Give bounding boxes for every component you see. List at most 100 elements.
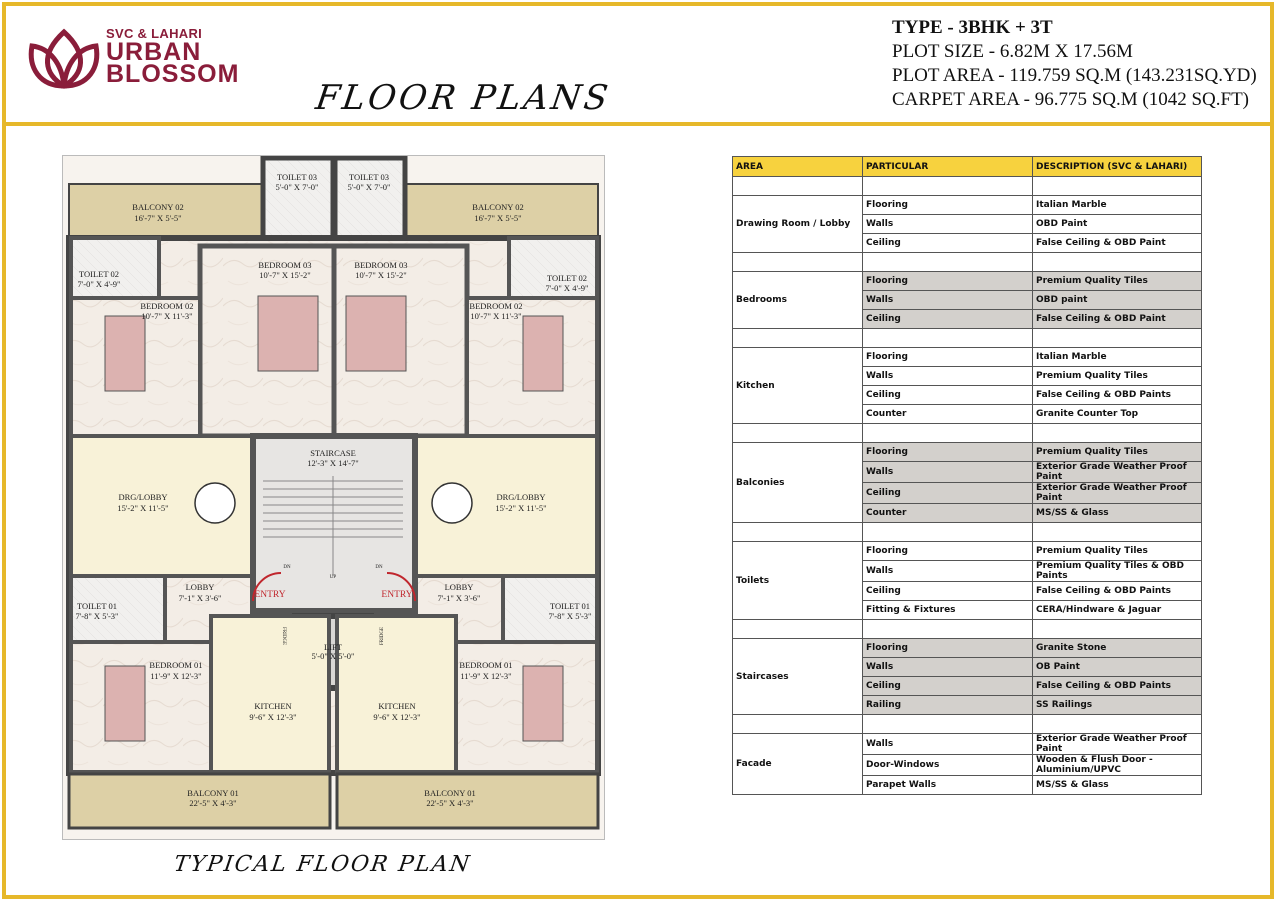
table-particular-cell: Flooring — [862, 442, 1033, 462]
table-spacer-row — [732, 619, 1202, 639]
table-particular-cell: Fitting & Fixtures — [862, 600, 1033, 620]
table-description-cell: OB Paint — [1032, 657, 1202, 677]
floor-plan-drawing: TOILET 03 5'-0" X 7'-0" TOILET 03 5'-0" … — [63, 155, 604, 839]
table-empty-cell — [732, 714, 863, 734]
stair-dn-left: DN — [283, 565, 291, 570]
table-description-cell: OBD paint — [1032, 290, 1202, 310]
page-title: FLOOR PLANS — [313, 78, 614, 118]
table-description-cell: False Ceiling & OBD Paints — [1032, 581, 1202, 601]
label-toilet01-r-size: 7'-8" X 5'-3" — [548, 611, 591, 621]
table-area-cell: Bedrooms — [732, 271, 863, 329]
table-particular-cell: Flooring — [862, 271, 1033, 291]
table-particular-cell: Flooring — [862, 638, 1033, 658]
table-description-cell: False Ceiling & OBD Paint — [1032, 309, 1202, 329]
label-toilet03-r-size: 5'-0" X 7'-0" — [347, 182, 390, 192]
brand-line1: URBAN — [106, 38, 202, 66]
table-particular-cell: Ceiling — [862, 233, 1033, 253]
table-description-cell: Italian Marble — [1032, 195, 1202, 215]
floor-plan: TOILET 03 5'-0" X 7'-0" TOILET 03 5'-0" … — [62, 155, 605, 840]
label-toilet02-r-size: 7'-0" X 4'-9" — [545, 283, 588, 293]
label-toilet02-r-name: TOILET 02 — [547, 273, 587, 283]
table-particular-cell: Flooring — [862, 541, 1033, 561]
label-balcony01-r-name: BALCONY 01 — [424, 788, 475, 798]
table-particular-cell: Walls — [862, 461, 1033, 483]
table-area-cell: Balconies — [732, 442, 863, 523]
table-description-cell: Premium Quality Tiles — [1032, 541, 1202, 561]
table-header-cell: AREA — [732, 156, 863, 177]
label-bedroom01-r-size: 11'-9" X 12'-3" — [460, 671, 511, 681]
table-empty-cell — [862, 714, 1033, 734]
label-bedroom03-r-name: BEDROOM 03 — [354, 260, 407, 270]
table-area-cell: Facade — [732, 733, 863, 795]
label-lift-size: 5'-0" X 5'-0" — [311, 651, 354, 661]
fridge-left: FRIDGE — [281, 627, 286, 645]
table-particular-cell: Walls — [862, 733, 1033, 755]
table-description-cell: False Ceiling & OBD Paints — [1032, 676, 1202, 696]
label-toilet01-r-name: TOILET 01 — [550, 601, 590, 611]
table-particular-cell: Walls — [862, 214, 1033, 234]
table-particular-cell: Door-Windows — [862, 754, 1033, 776]
label-toilet01-l-size: 7'-8" X 5'-3" — [75, 611, 118, 621]
label-bedroom01-l-name: BEDROOM 01 — [149, 660, 202, 670]
table-description-cell: Premium Quality Tiles — [1032, 366, 1202, 386]
label-drg-r-name: DRG/LOBBY — [496, 492, 545, 502]
label-lobby-l-name: LOBBY — [186, 582, 215, 592]
table-description-cell: Premium Quality Tiles — [1032, 442, 1202, 462]
table-description-cell: Granite Counter Top — [1032, 404, 1202, 424]
label-toilet03-r-name: TOILET 03 — [349, 172, 389, 182]
stair-up: UP — [330, 575, 337, 580]
label-bedroom02-r-name: BEDROOM 02 — [469, 301, 522, 311]
table-description-cell: Exterior Grade Weather Proof Paint — [1032, 482, 1202, 504]
table-empty-cell — [1032, 423, 1202, 443]
table-description-cell: Wooden & Flush Door - Aluminium/UPVC — [1032, 754, 1202, 776]
table-empty-cell — [1032, 176, 1202, 196]
table-particular-cell: Counter — [862, 503, 1033, 523]
table-spacer-row — [732, 423, 1202, 443]
label-balcony01-l-size: 22'-5" X 4'-3" — [189, 798, 236, 808]
label-balcony02-l-size: 16'-7" X 5'-5" — [134, 213, 181, 223]
table-particular-cell: Ceiling — [862, 385, 1033, 405]
label-balcony01-l-name: BALCONY 01 — [187, 788, 238, 798]
table-empty-cell — [1032, 619, 1202, 639]
table-particular-cell: Ceiling — [862, 581, 1033, 601]
label-balcony01-r-size: 22'-5" X 4'-3" — [426, 798, 473, 808]
spec-plot-size: PLOT SIZE - 6.82M X 17.56M — [892, 41, 1133, 62]
label-kitchen-r-size: 9'-6" X 12'-3" — [373, 712, 420, 722]
entry-label-left: ENTRY — [254, 590, 285, 600]
balcony-01-left — [67, 772, 332, 830]
table-description-cell: False Ceiling & OBD Paints — [1032, 385, 1202, 405]
label-lobby-l-size: 7'-1" X 3'-6" — [178, 593, 221, 603]
label-toilet03-l-name: TOILET 03 — [277, 172, 317, 182]
lotus-logo-icon — [28, 28, 100, 89]
table-empty-cell — [1032, 328, 1202, 348]
label-bedroom01-l-size: 11'-9" X 12'-3" — [150, 671, 201, 681]
label-bedroom02-l-size: 10'-7" X 11'-3" — [141, 311, 192, 321]
table-spacer-row — [732, 176, 1202, 196]
balcony-01-right — [335, 772, 600, 830]
table-empty-cell — [862, 176, 1033, 196]
staircase — [250, 433, 418, 614]
entry-label-right: ENTRY — [381, 590, 412, 600]
table-area-cell: Drawing Room / Lobby — [732, 195, 863, 253]
label-toilet03-l-size: 5'-0" X 7'-0" — [275, 182, 318, 192]
table-description-cell: MS/SS & Glass — [1032, 503, 1202, 523]
balcony-02-left — [68, 183, 264, 239]
table-description-cell: Exterior Grade Weather Proof Paint — [1032, 461, 1202, 483]
table-header-cell: DESCRIPTION (SVC & LAHARI) — [1032, 156, 1202, 177]
table-particular-cell: Flooring — [862, 195, 1033, 215]
table-particular-cell: Walls — [862, 560, 1033, 582]
table-description-cell: Premium Quality Tiles — [1032, 271, 1202, 291]
table-particular-cell: Railing — [862, 695, 1033, 715]
table-empty-cell — [862, 328, 1033, 348]
